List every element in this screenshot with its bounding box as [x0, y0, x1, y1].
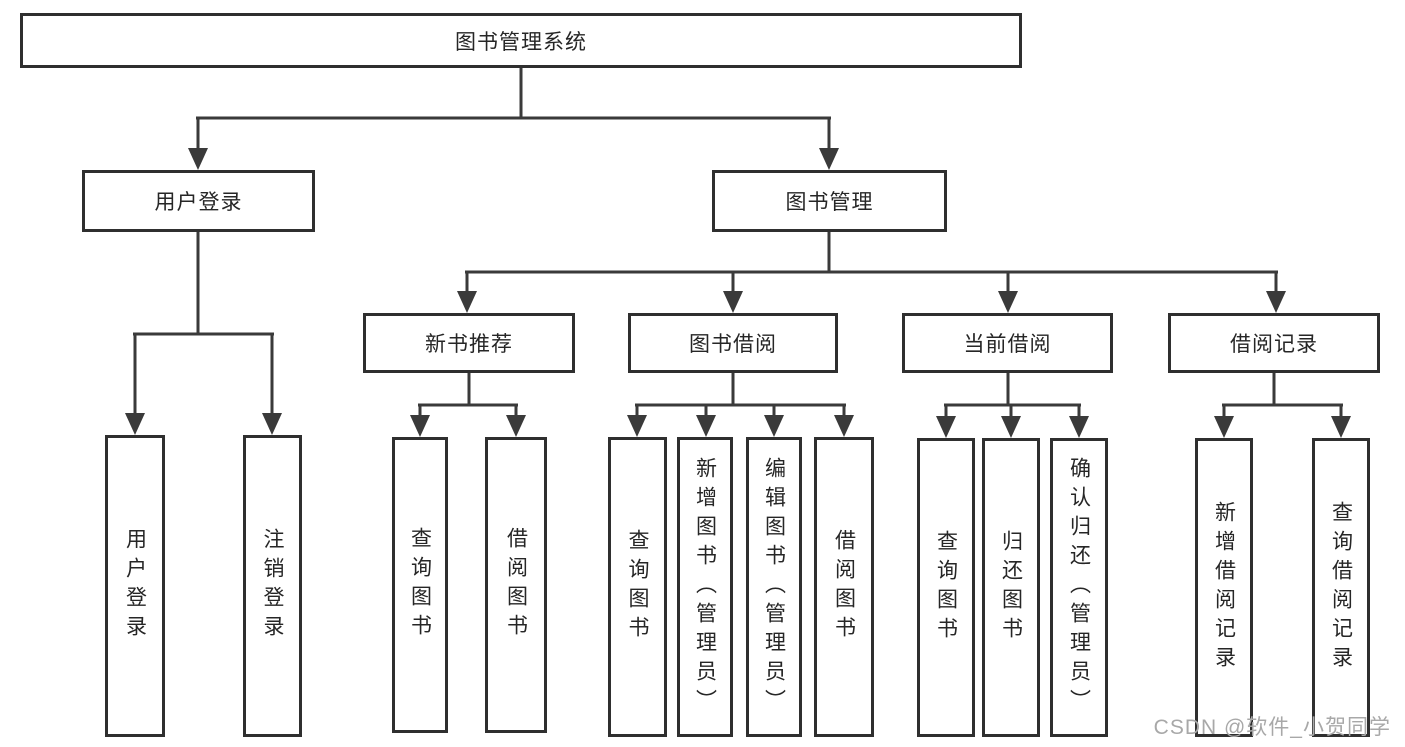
connector-book-borrow-children	[627, 373, 854, 437]
node-bb-query-book: 查询图书	[608, 437, 667, 737]
node-book-borrow: 图书借阅	[628, 313, 838, 373]
node-cb-return-book: 归还图书	[982, 438, 1040, 737]
node-label: 用户登录	[123, 528, 147, 644]
connector-user-login-children	[125, 232, 282, 435]
node-nbr-borrow-book: 借阅图书	[485, 437, 547, 733]
node-label: 借阅图书	[504, 527, 528, 643]
connector-new-book-recommend-children	[410, 373, 526, 437]
node-br-add-record: 新增借阅记录	[1195, 438, 1253, 737]
node-label: 查询图书	[408, 527, 432, 643]
node-label: 查询借阅记录	[1329, 500, 1353, 675]
connector-current-borrow-children	[936, 373, 1089, 438]
connector-root-to-level2	[188, 68, 839, 170]
node-label: 确认归还（管理员）	[1067, 457, 1091, 718]
node-label: 归还图书	[999, 529, 1023, 646]
node-cb-query-book: 查询图书	[917, 438, 975, 737]
node-user-login: 用户登录	[82, 170, 315, 232]
node-label: 注销登录	[261, 528, 284, 644]
connector-book-management-children	[457, 232, 1286, 313]
node-label: 查询图书	[934, 529, 958, 646]
node-bb-edit-book-admin: 编辑图书（管理员）	[746, 437, 802, 737]
csdn-watermark: CSDN @软件_小贺同学	[1153, 716, 1391, 739]
node-borrow-record: 借阅记录	[1168, 313, 1380, 373]
node-cb-confirm-return-admin: 确认归还（管理员）	[1050, 438, 1108, 737]
node-label: 编辑图书（管理员）	[762, 456, 786, 718]
connector-borrow-record-children	[1214, 373, 1351, 438]
node-book-management: 图书管理	[712, 170, 947, 232]
node-bb-borrow-book: 借阅图书	[814, 437, 874, 737]
node-library-management-system: 图书管理系统	[20, 13, 1022, 68]
node-br-query-record: 查询借阅记录	[1312, 438, 1370, 737]
node-label: 新增图书（管理员）	[693, 456, 717, 718]
node-label: 查询图书	[626, 529, 649, 645]
node-nbr-query-book: 查询图书	[392, 437, 448, 733]
node-new-book-recommend: 新书推荐	[363, 313, 575, 373]
node-label: 新增借阅记录	[1212, 500, 1236, 675]
node-label: 借阅图书	[832, 529, 856, 645]
node-bb-add-book-admin: 新增图书（管理员）	[677, 437, 733, 737]
node-user-login-leaf: 用户登录	[105, 435, 165, 737]
node-current-borrow: 当前借阅	[902, 313, 1113, 373]
node-logout: 注销登录	[243, 435, 302, 737]
